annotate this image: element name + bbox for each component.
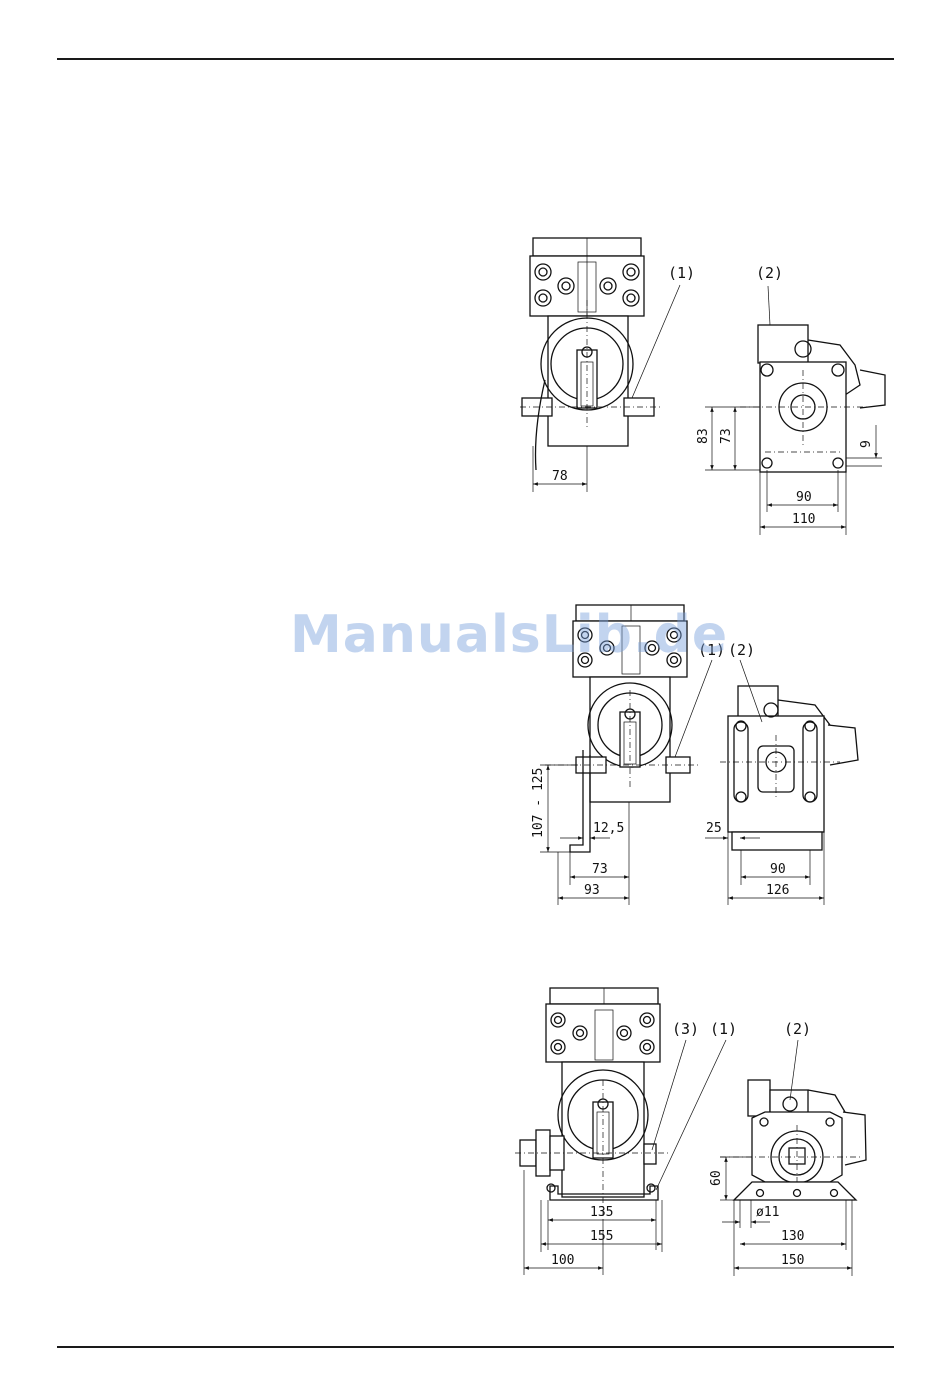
- dim-73: 73: [592, 862, 608, 877]
- dim-93: 93: [584, 883, 600, 898]
- dim-83: 83: [696, 428, 711, 444]
- dim-90: 90: [796, 490, 812, 505]
- watermark: ManualsLib.de: [290, 605, 728, 665]
- dim-155: 155: [590, 1229, 613, 1244]
- dim-12-5: 12,5: [593, 821, 624, 836]
- dim-78: 78: [552, 469, 568, 484]
- dim-25: 25: [706, 821, 722, 836]
- dim-60: 60: [709, 1170, 724, 1186]
- dim-9: 9: [859, 440, 874, 448]
- callout-2: (2): [728, 641, 755, 659]
- fig1-side-view: 83 73 9 90 110 (2): [696, 264, 885, 535]
- callout-2: (2): [756, 264, 783, 282]
- dim-100: 100: [551, 1253, 574, 1268]
- dim-90: 90: [770, 862, 786, 877]
- callout-3: (3): [672, 1020, 699, 1038]
- dim-135: 135: [590, 1205, 613, 1220]
- dim-110: 110: [792, 512, 815, 527]
- fig3-side-view: 60 ø11 130 150 (2): [709, 1020, 866, 1276]
- dim-107-125: 107 - 125: [531, 768, 546, 838]
- dim-73: 73: [719, 428, 734, 444]
- dim-126: 126: [766, 883, 789, 898]
- fig1-front-view: 78 (1): [520, 238, 695, 492]
- dim-150: 150: [781, 1253, 804, 1268]
- callout-1: (1): [668, 264, 695, 282]
- figure-1: 78 (1) 83 73: [520, 238, 885, 535]
- dim-130: 130: [781, 1229, 804, 1244]
- dim-diameter-11: ø11: [756, 1205, 779, 1220]
- callout-2: (2): [784, 1020, 811, 1038]
- fig2-side-view: 25 90 126 (2): [705, 641, 858, 905]
- fig3-front-view: 135 155 100 (3) (1): [515, 988, 737, 1275]
- figure-3: 135 155 100 (3) (1): [515, 988, 866, 1276]
- callout-1: (1): [710, 1020, 737, 1038]
